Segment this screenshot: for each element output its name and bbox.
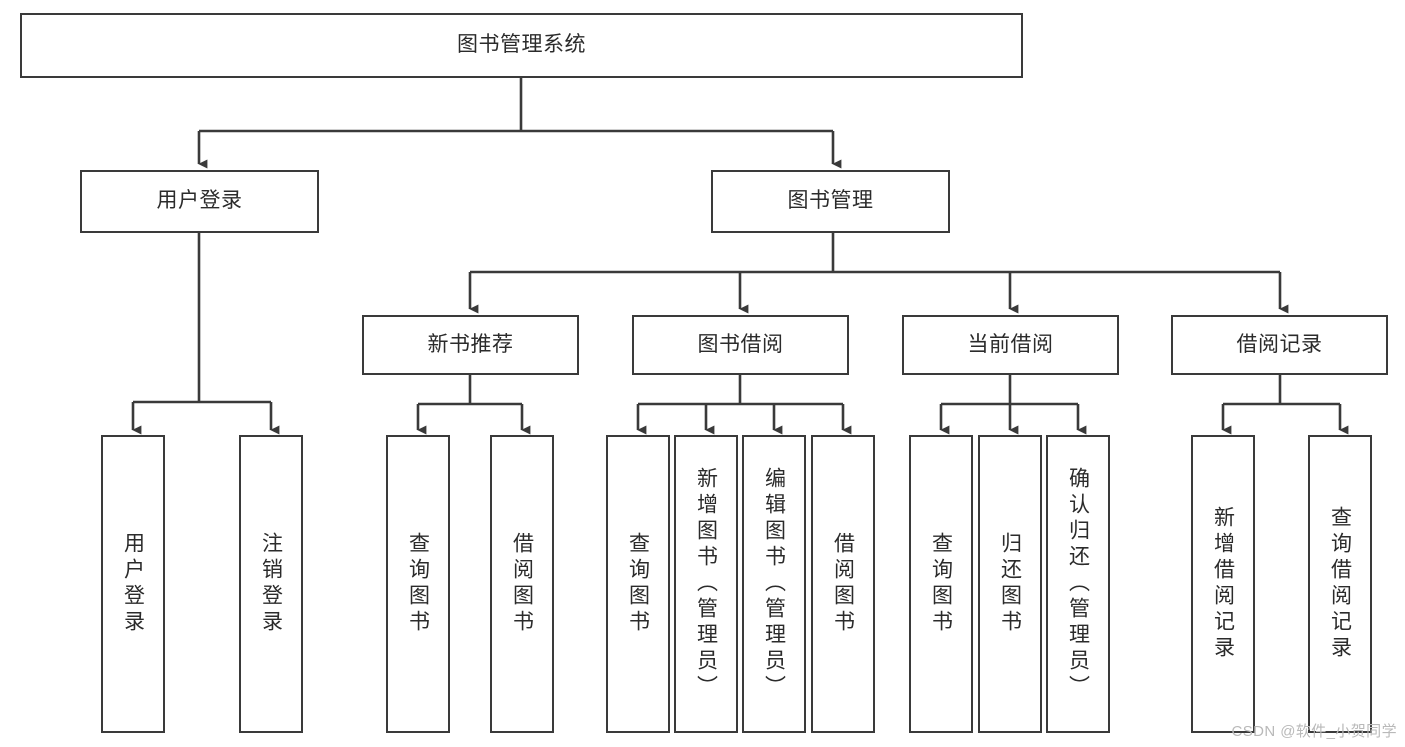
node-label: 借阅图书 bbox=[510, 532, 534, 636]
node-user-login[interactable]: 用户登录 bbox=[80, 170, 319, 233]
leaf-new-book-query[interactable]: 查询图书 bbox=[386, 435, 450, 733]
node-label: 当前借阅 bbox=[967, 332, 1054, 356]
node-label: 查询借阅记录 bbox=[1328, 506, 1352, 662]
node-label: 确认归还（管理员） bbox=[1066, 467, 1090, 701]
node-label: 注销登录 bbox=[259, 532, 283, 636]
leaf-current-borrow-confirm-return[interactable]: 确认归还（管理员） bbox=[1046, 435, 1110, 733]
node-root-book-management-system[interactable]: 图书管理系统 bbox=[20, 13, 1023, 78]
leaf-borrow-record-add[interactable]: 新增借阅记录 bbox=[1191, 435, 1255, 733]
node-label: 归还图书 bbox=[998, 532, 1022, 636]
node-label: 查询图书 bbox=[929, 532, 953, 636]
leaf-current-borrow-query[interactable]: 查询图书 bbox=[909, 435, 973, 733]
node-label: 借阅图书 bbox=[831, 532, 855, 636]
node-book-borrow[interactable]: 图书借阅 bbox=[632, 315, 849, 375]
node-book-management[interactable]: 图书管理 bbox=[711, 170, 950, 233]
node-label: 图书借阅 bbox=[697, 332, 784, 356]
leaf-book-borrow-add[interactable]: 新增图书（管理员） bbox=[674, 435, 738, 733]
watermark-csdn: CSDN @软件_小贺同学 bbox=[1231, 723, 1397, 740]
node-label: 借阅记录 bbox=[1236, 332, 1323, 356]
leaf-current-borrow-return[interactable]: 归还图书 bbox=[978, 435, 1042, 733]
node-current-borrow[interactable]: 当前借阅 bbox=[902, 315, 1119, 375]
node-label: 新书推荐 bbox=[427, 332, 514, 356]
node-label: 查询图书 bbox=[406, 532, 430, 636]
leaf-user-login-signout[interactable]: 注销登录 bbox=[239, 435, 303, 733]
leaf-book-borrow-query[interactable]: 查询图书 bbox=[606, 435, 670, 733]
node-label: 编辑图书（管理员） bbox=[762, 467, 786, 701]
node-label: 图书管理系统 bbox=[457, 33, 586, 57]
node-label: 用户登录 bbox=[121, 532, 145, 636]
leaf-book-borrow-lend[interactable]: 借阅图书 bbox=[811, 435, 875, 733]
node-label: 新增借阅记录 bbox=[1211, 506, 1235, 662]
leaf-user-login-signin[interactable]: 用户登录 bbox=[101, 435, 165, 733]
node-borrow-record[interactable]: 借阅记录 bbox=[1171, 315, 1388, 375]
node-label: 用户登录 bbox=[156, 189, 243, 213]
leaf-book-borrow-edit[interactable]: 编辑图书（管理员） bbox=[742, 435, 806, 733]
node-label: 图书管理 bbox=[787, 189, 874, 213]
leaf-new-book-borrow[interactable]: 借阅图书 bbox=[490, 435, 554, 733]
node-label: 新增图书（管理员） bbox=[694, 467, 718, 701]
node-new-book-recommend[interactable]: 新书推荐 bbox=[362, 315, 579, 375]
node-label: 查询图书 bbox=[626, 532, 650, 636]
leaf-borrow-record-query[interactable]: 查询借阅记录 bbox=[1308, 435, 1372, 733]
